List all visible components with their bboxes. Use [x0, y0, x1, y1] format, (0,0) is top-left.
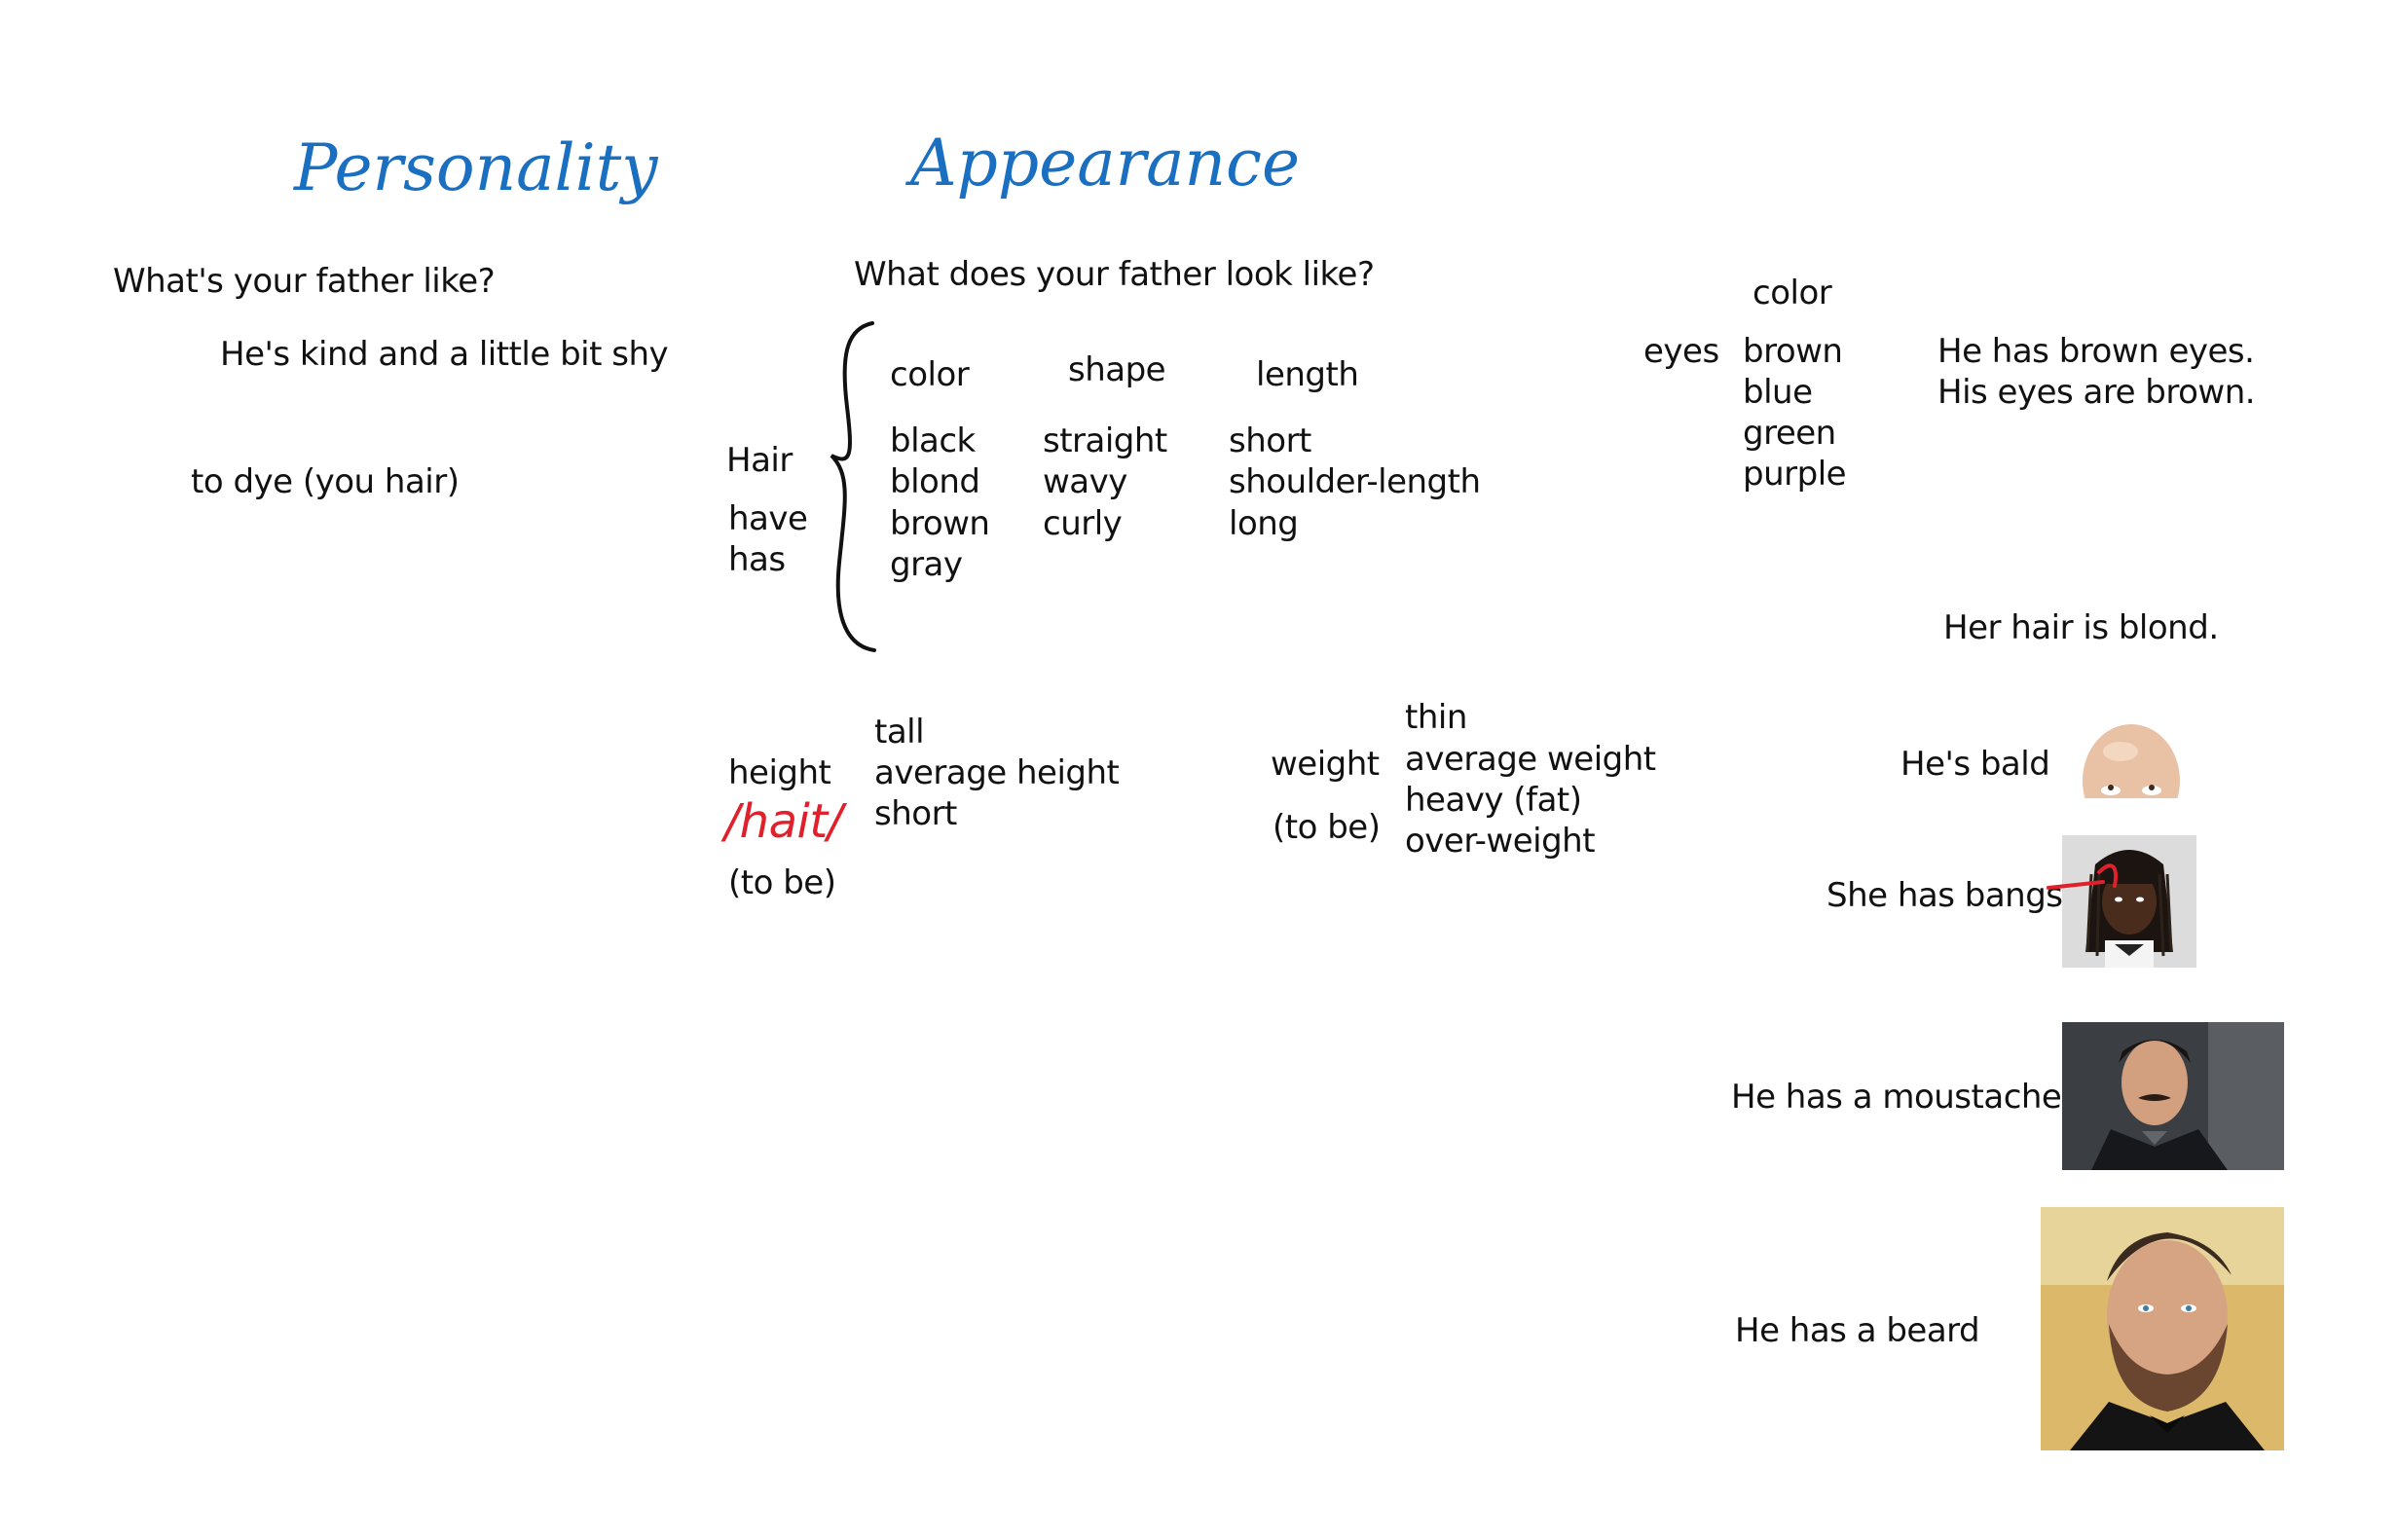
hair-length-shoulder: shoulder-length — [1229, 462, 1481, 501]
hair-color-blond: blond — [890, 462, 980, 501]
weight-overweight: over-weight — [1405, 822, 1596, 861]
eyes-example-1: He has brown eyes. — [1937, 332, 2255, 371]
hair-shape-straight: straight — [1043, 422, 1167, 460]
hair-color-gray: gray — [890, 545, 963, 584]
eyes-example-2: His eyes are brown. — [1937, 373, 2256, 412]
hair-shape-header: shape — [1068, 350, 1166, 389]
bald-head-photo — [2074, 722, 2189, 798]
height-average: average height — [874, 753, 1120, 792]
weight-heavy: heavy (fat) — [1405, 781, 1582, 820]
beard-photo — [2041, 1207, 2284, 1450]
hair-length-long: long — [1229, 504, 1299, 543]
weight-average: average weight — [1405, 740, 1656, 779]
hair-shape-curly: curly — [1043, 504, 1123, 543]
bangs-arrow — [2047, 863, 2118, 890]
hair-length-header: length — [1256, 355, 1359, 394]
moustache-sentence: He has a moustache — [1731, 1078, 2062, 1117]
hair-blond-sentence: Her hair is blond. — [1943, 608, 2219, 647]
height-tall: tall — [874, 713, 925, 752]
eyes-color-header: color — [1752, 274, 1832, 312]
hair-label: Hair — [726, 441, 793, 480]
personality-answer: He's kind and a little bit shy — [220, 335, 669, 374]
hair-shape-wavy: wavy — [1043, 462, 1127, 501]
hair-color-black: black — [890, 422, 976, 460]
height-short: short — [874, 794, 957, 833]
curly-brace — [830, 321, 876, 652]
personality-question: What's your father like? — [113, 262, 496, 301]
height-phonetic: /hait/ — [724, 794, 843, 849]
personality-heading: Personality — [294, 130, 658, 205]
beard-sentence: He has a beard — [1735, 1311, 1980, 1350]
weight-label: weight — [1271, 745, 1380, 784]
eyes-color-brown: brown — [1743, 332, 1843, 371]
bangs-photo — [2062, 835, 2196, 968]
height-verb: (to be) — [728, 863, 836, 902]
appearance-question: What does your father look like? — [854, 255, 1375, 294]
hair-verb-have: have — [728, 499, 808, 538]
moustache-photo — [2062, 1022, 2284, 1170]
weight-verb: (to be) — [1273, 808, 1381, 847]
hair-color-brown: brown — [890, 504, 990, 543]
height-label: height — [728, 753, 831, 792]
dye-phrase: to dye (you hair) — [191, 462, 460, 501]
eyes-color-purple: purple — [1743, 455, 1847, 494]
eyes-color-blue: blue — [1743, 373, 1813, 412]
hair-verb-has: has — [728, 540, 786, 579]
hair-color-header: color — [890, 355, 970, 394]
weight-thin: thin — [1405, 698, 1467, 737]
eyes-color-green: green — [1743, 414, 1836, 453]
bald-sentence: He's bald — [1900, 745, 2050, 784]
appearance-heading: Appearance — [910, 126, 1300, 201]
eyes-label: eyes — [1643, 332, 1719, 371]
hair-length-short: short — [1229, 422, 1311, 460]
bangs-sentence: She has bangs — [1826, 876, 2063, 915]
